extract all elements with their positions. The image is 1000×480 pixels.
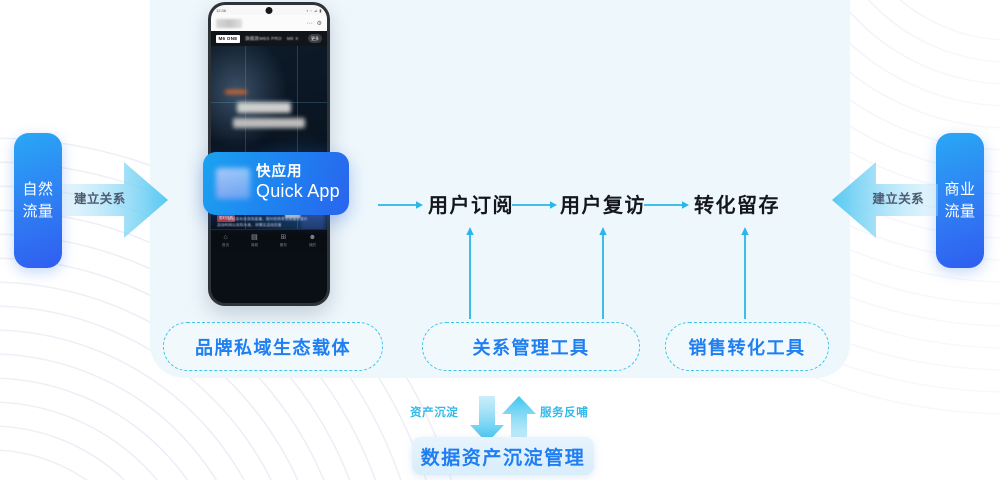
phone-hero-banner: Courier 立即预约 限时抢购 新品发布会现场直播，限时抢购享受超值优惠价 … <box>211 46 327 252</box>
nav-item-service[interactable]: ⊞ 服务 <box>280 234 287 248</box>
nav-label-0: 首页 <box>221 242 230 247</box>
more-icon[interactable]: ⋯ <box>306 20 313 27</box>
hero-copy-line1: 新品发布会现场直播，限时抢购享受超值优惠价 <box>228 217 308 221</box>
business-traffic-pill[interactable]: 商业 流量 <box>936 133 984 268</box>
hero-badge: 限时抢购 <box>217 215 236 222</box>
right-arrow-label: 建立关系 <box>872 192 924 206</box>
profile-icon: ☻ <box>308 234 317 242</box>
flow-step-subscribe: 用户订阅 <box>428 195 514 217</box>
natural-traffic-line1: 自然 <box>22 180 54 198</box>
data-exchange-arrows-icon <box>470 396 536 443</box>
capsule-sales-tools[interactable]: 销售转化工具 <box>665 322 829 371</box>
flow-arrow-2-icon <box>644 201 689 209</box>
phone-tab-more[interactable]: 更多 <box>308 34 322 43</box>
capsule-connector-2-icon <box>741 227 749 319</box>
natural-traffic-line2: 流量 <box>22 202 54 220</box>
business-traffic-line1: 商业 <box>944 180 976 198</box>
natural-traffic-pill[interactable]: 自然 流量 <box>14 133 62 268</box>
phone-browser-bar: ⋯ ⚙ <box>211 15 327 31</box>
business-traffic-line2: 流量 <box>944 202 976 220</box>
status-time: 12:36 <box>216 7 227 13</box>
site-logo-blurred <box>216 18 242 28</box>
flow-arrow-1-icon <box>512 201 557 209</box>
quick-app-en-label: Quick App <box>256 181 340 202</box>
flow-step-conversion: 转化留存 <box>694 195 780 217</box>
phone-camera-notch <box>265 7 273 14</box>
flow-step-revisit: 用户复访 <box>560 195 646 217</box>
service-icon: ⊞ <box>280 234 287 242</box>
service-feedback-label: 服务反哺 <box>540 407 589 419</box>
nav-label-3: 我的 <box>308 242 317 247</box>
phone-tab-bar: M6 ONE 旗舰款M6S PRO M6 X 更多 <box>211 31 327 46</box>
home-icon: ⌂ <box>223 234 228 242</box>
nav-item-products[interactable]: ▤ 商城 <box>251 234 258 248</box>
capsule-relationship-tools[interactable]: 关系管理工具 <box>422 322 640 371</box>
settings-icon[interactable]: ⚙ <box>316 20 322 27</box>
nav-item-profile[interactable]: ☻ 我的 <box>309 234 316 248</box>
quick-app-cn-label: 快应用 <box>256 164 303 181</box>
nav-item-home[interactable]: ⌂ 首页 <box>222 234 229 248</box>
nav-label-1: 商城 <box>250 242 259 247</box>
left-arrow-label: 建立关系 <box>74 192 126 206</box>
quick-app-badge[interactable]: 快应用 Quick App <box>203 152 349 215</box>
right-relationship-arrow-icon <box>832 162 938 238</box>
capsule-brand-ecosystem[interactable]: 品牌私域生态载体 <box>163 322 383 371</box>
phone-tab-0[interactable]: M6 ONE <box>216 34 241 43</box>
hero-copy-line2: 活动时间以实际为准，详情见活动页面 <box>217 223 282 227</box>
phone-tab-1[interactable]: 旗舰款M6S PRO <box>245 35 282 41</box>
left-relationship-arrow-icon <box>62 162 168 238</box>
quick-app-logo-icon <box>216 168 250 199</box>
data-asset-management-box[interactable]: 数据资产沉淀管理 <box>412 437 594 475</box>
asset-accumulation-label: 资产沉淀 <box>410 407 459 419</box>
phone-bottom-nav: ⌂ 首页 ▤ 商城 ⊞ 服务 ☻ 我的 <box>211 229 327 252</box>
flow-arrow-0-icon <box>378 201 423 209</box>
status-indicators: ▪ ▫ ⊿ ▮ <box>306 7 322 13</box>
phone-tab-2[interactable]: M6 X <box>286 36 299 41</box>
products-icon: ▤ <box>251 234 258 242</box>
capsule-connector-1-icon <box>599 227 607 319</box>
nav-label-2: 服务 <box>279 242 287 247</box>
capsule-connector-0-icon <box>466 227 474 319</box>
